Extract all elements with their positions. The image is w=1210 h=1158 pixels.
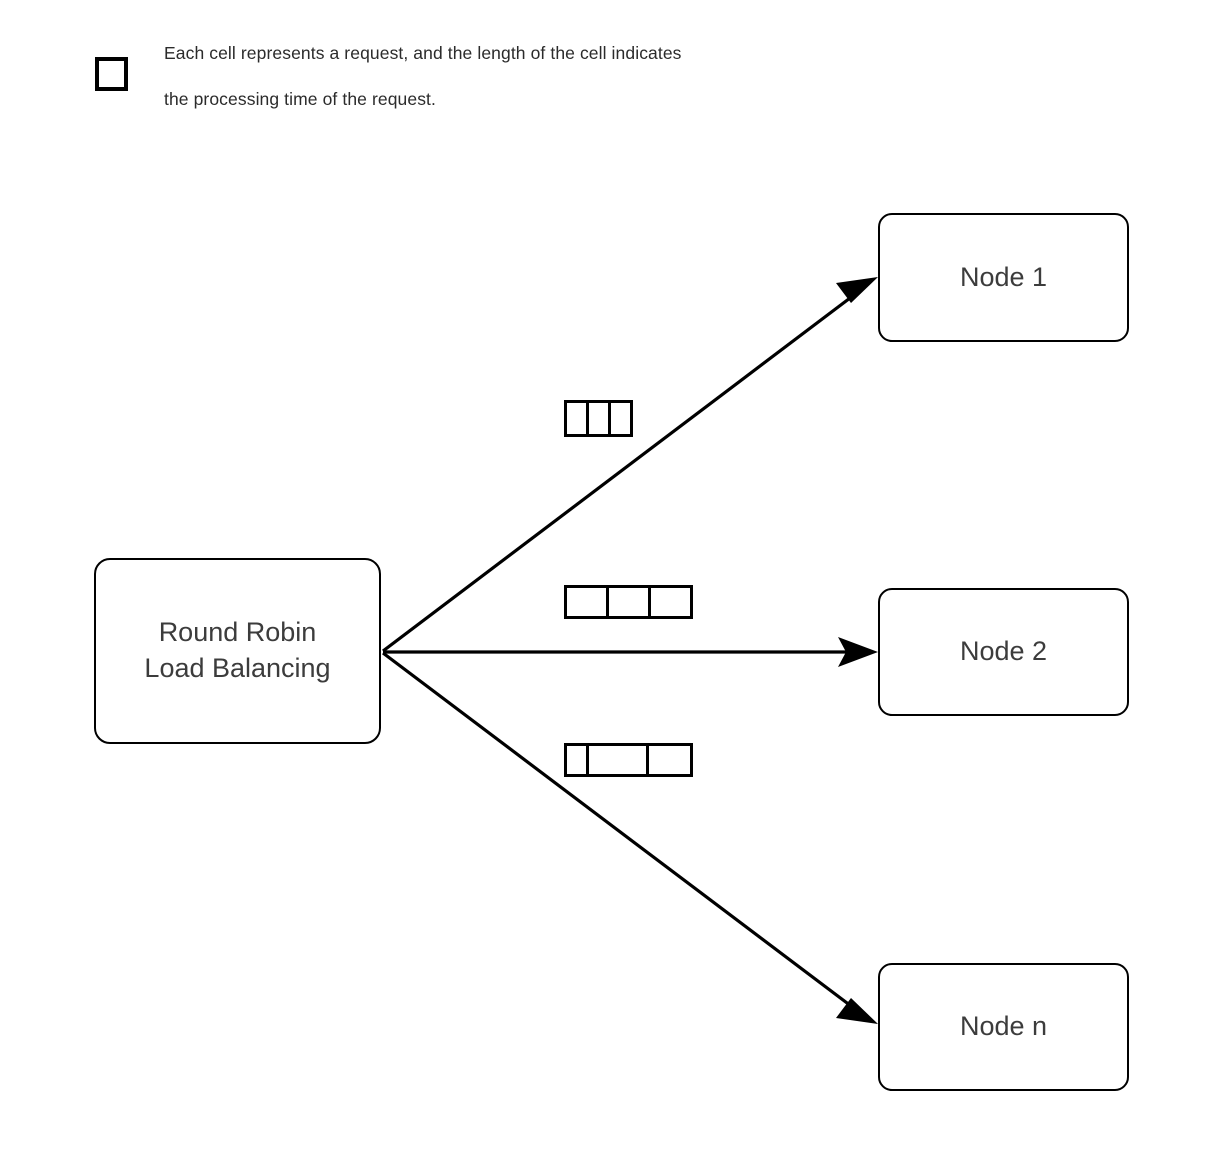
edge-hub-to-node-2 bbox=[383, 637, 878, 667]
hub-box-label: Round Robin Load Balancing bbox=[144, 617, 331, 683]
node-box-label: Node 1 bbox=[959, 261, 1048, 292]
request-cell bbox=[567, 403, 589, 434]
request-queue-node-n bbox=[564, 743, 693, 777]
node-box-node-n[interactable]: Node n bbox=[878, 963, 1129, 1091]
request-cell bbox=[589, 403, 611, 434]
request-cell bbox=[567, 746, 589, 774]
edge-hub-to-node-n bbox=[382, 651, 878, 1024]
request-cell bbox=[567, 588, 609, 616]
request-cell bbox=[651, 588, 690, 616]
node-box-label: Node 2 bbox=[959, 636, 1048, 667]
request-queue-node-2 bbox=[564, 585, 693, 619]
node-box-label: Node n bbox=[959, 1011, 1048, 1042]
request-cell bbox=[588, 746, 650, 774]
request-cell bbox=[609, 588, 651, 616]
hub-box-round-robin-load-balancing[interactable]: Round Robin Load Balancing bbox=[94, 558, 381, 744]
request-cell bbox=[611, 403, 630, 434]
legend-caption: Each cell represents a request, and the … bbox=[164, 43, 682, 109]
request-queue-node-1 bbox=[564, 400, 633, 437]
request-cell bbox=[649, 746, 691, 774]
node-box-node-1[interactable]: Node 1 bbox=[878, 213, 1129, 342]
empty-square-icon bbox=[95, 57, 128, 91]
node-box-node-2[interactable]: Node 2 bbox=[878, 588, 1129, 716]
